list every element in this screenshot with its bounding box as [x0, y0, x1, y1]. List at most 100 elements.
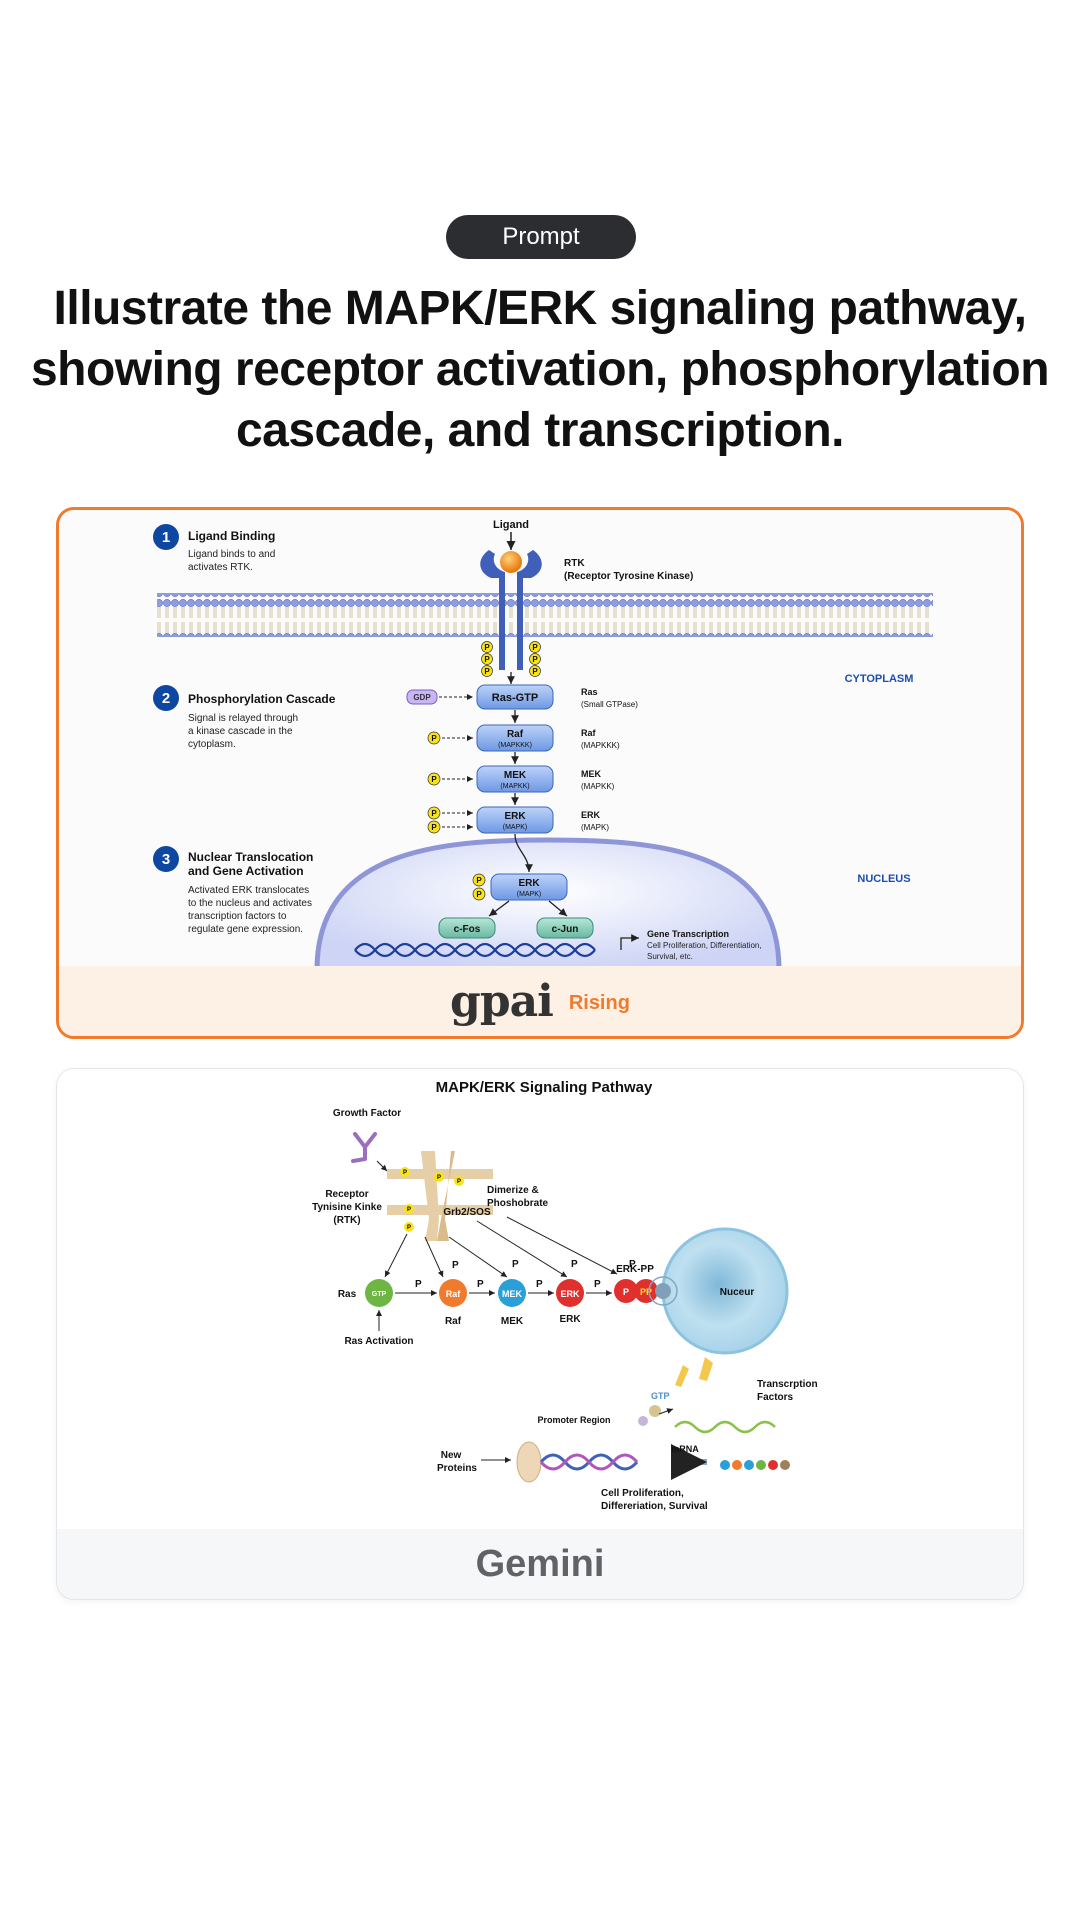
svg-text:(MAPKK): (MAPKK): [581, 782, 615, 791]
svg-text:cytoplasm.: cytoplasm.: [188, 739, 236, 750]
svg-text:ERK: ERK: [504, 811, 526, 822]
step-2: 2 Phosphorylation Cascade Signal is rela…: [153, 685, 336, 750]
rtk-receptor: [480, 550, 542, 670]
svg-text:Ligand binds to and: Ligand binds to and: [188, 549, 275, 560]
svg-text:P: P: [476, 876, 482, 885]
svg-text:MEK: MEK: [502, 1289, 523, 1299]
svg-text:ERK: ERK: [560, 1289, 580, 1299]
svg-text:P: P: [431, 775, 437, 784]
svg-text:P: P: [415, 1279, 422, 1290]
svg-text:P: P: [532, 643, 538, 652]
nucleus-label: NUCLEUS: [857, 873, 910, 885]
ribosome-icon: [516, 1441, 542, 1483]
svg-text:(MAPK): (MAPK): [503, 824, 528, 831]
svg-text:Phosphorylation Cascade: Phosphorylation Cascade: [188, 692, 336, 706]
svg-text:Survival, etc.: Survival, etc.: [647, 952, 693, 961]
svg-text:transcription factors to: transcription factors to: [188, 911, 287, 922]
svg-text:(RTK): (RTK): [333, 1215, 360, 1226]
svg-text:MEK: MEK: [504, 770, 527, 781]
svg-text:mRNA: mRNA: [671, 1444, 699, 1454]
svg-text:ERK: ERK: [581, 810, 601, 820]
dna-helix: [539, 1453, 639, 1471]
svg-text:Cell Proliferation,: Cell Proliferation,: [601, 1488, 684, 1499]
prompt-badge: Prompt: [446, 215, 636, 259]
svg-text:P: P: [629, 1259, 636, 1270]
svg-text:P: P: [431, 823, 437, 832]
svg-text:Raf: Raf: [581, 728, 597, 738]
svg-text:RTK: RTK: [564, 558, 585, 569]
svg-text:c-Jun: c-Jun: [552, 924, 579, 935]
svg-text:P: P: [532, 667, 538, 676]
svg-text:P: P: [403, 1170, 407, 1176]
svg-text:P: P: [477, 1279, 484, 1290]
svg-text:c-Fos: c-Fos: [454, 924, 481, 935]
svg-text:Raf: Raf: [446, 1289, 462, 1299]
svg-text:GTP: GTP: [651, 1391, 670, 1401]
step-1: 1 Ligand Binding Ligand binds to and act…: [153, 524, 275, 573]
receptor-phosphates: P P P P P: [400, 1167, 464, 1232]
svg-text:(MAPKKK): (MAPKKK): [581, 741, 620, 750]
rtk-receptor: [387, 1151, 493, 1241]
svg-text:3: 3: [162, 851, 170, 868]
dna-helix: [354, 942, 596, 958]
result-card-gpai[interactable]: 1 Ligand Binding Ligand binds to and act…: [56, 507, 1024, 1039]
gemini-diagram-image: MAPK/ERK Signaling Pathway Growth Factor…: [57, 1069, 1023, 1529]
svg-text:ERK-PP: ERK-PP: [616, 1264, 654, 1275]
svg-text:GTP: GTP: [372, 1291, 387, 1298]
svg-text:a kinase cascade in the: a kinase cascade in the: [188, 726, 293, 737]
svg-text:P: P: [457, 1179, 461, 1185]
svg-text:Phoshobrate: Phoshobrate: [487, 1198, 549, 1209]
card-footer: Gemini: [57, 1529, 1023, 1599]
svg-text:P: P: [484, 643, 490, 652]
svg-text:(MAPKKK): (MAPKKK): [498, 742, 532, 749]
svg-text:Differeriation, Survival: Differeriation, Survival: [601, 1501, 708, 1512]
svg-text:1: 1: [162, 529, 170, 546]
cytoplasm-label: CYTOPLASM: [845, 673, 914, 685]
svg-text:activates RTK.: activates RTK.: [188, 562, 253, 573]
receptor-phosphates: P P P P P P: [481, 641, 541, 677]
svg-text:Raf: Raf: [507, 729, 524, 740]
svg-text:P: P: [452, 1260, 459, 1271]
svg-text:ERK: ERK: [518, 878, 540, 889]
svg-text:Gene Transcription: Gene Transcription: [647, 929, 729, 939]
svg-text:Ras-GTP: Ras-GTP: [492, 692, 538, 704]
svg-text:P: P: [407, 1225, 411, 1231]
svg-text:P: P: [594, 1279, 601, 1290]
ligand-ball: [500, 551, 522, 573]
svg-text:Promoter Region: Promoter Region: [537, 1415, 610, 1425]
transcription-factors: c-Fos c-Jun: [438, 917, 594, 939]
cell-membrane: [157, 593, 933, 637]
svg-text:(Small GTPase): (Small GTPase): [581, 700, 638, 709]
svg-text:Dimerize &: Dimerize &: [487, 1185, 539, 1196]
mapk-diagram-image: 1 Ligand Binding Ligand binds to and act…: [59, 510, 1021, 973]
svg-text:2: 2: [162, 690, 170, 707]
svg-text:Ras: Ras: [581, 687, 598, 697]
svg-text:MEK: MEK: [581, 769, 602, 779]
step-3: 3 Nuclear Translocation and Gene Activat…: [153, 846, 313, 935]
diagram-title: MAPK/ERK Signaling Pathway: [436, 1079, 653, 1096]
result-card-gemini[interactable]: MAPK/ERK Signaling Pathway Growth Factor…: [56, 1068, 1024, 1600]
ligand-label: Ligand: [493, 519, 529, 531]
kinase-cascade: Ras-GTP GDP Ras (Small GTPase) Raf (MAPK…: [406, 672, 638, 873]
svg-text:New: New: [441, 1450, 462, 1461]
svg-text:Proteins: Proteins: [437, 1463, 477, 1474]
kinase-cascade: Ras GTP P Raf Raf P MEK MEK P ERK ERK: [338, 1264, 658, 1347]
svg-text:(MAPK): (MAPK): [581, 823, 609, 832]
gpai-logo: gpai: [450, 975, 554, 1027]
svg-text:P: P: [532, 655, 538, 664]
svg-text:Factors: Factors: [757, 1392, 794, 1403]
nucleus: Nuceur: [648, 1227, 789, 1355]
svg-text:P: P: [623, 1287, 629, 1297]
svg-text:P: P: [437, 1175, 441, 1181]
rising-tag: Rising: [568, 991, 630, 1014]
svg-text:Tynisine Kinke: Tynisine Kinke: [312, 1202, 382, 1213]
svg-text:P: P: [571, 1259, 578, 1270]
svg-text:regulate gene expression.: regulate gene expression.: [188, 924, 303, 935]
transcription-arrow: [620, 934, 639, 950]
svg-text:to the nucleus and activates: to the nucleus and activates: [188, 898, 312, 909]
gemini-label: Gemini: [475, 1542, 605, 1585]
svg-text:Nuclear Translocation: Nuclear Translocation: [188, 850, 313, 864]
svg-text:GDP: GDP: [413, 693, 431, 702]
svg-text:(MAPKK): (MAPKK): [500, 783, 529, 790]
svg-text:PP: PP: [640, 1287, 652, 1297]
